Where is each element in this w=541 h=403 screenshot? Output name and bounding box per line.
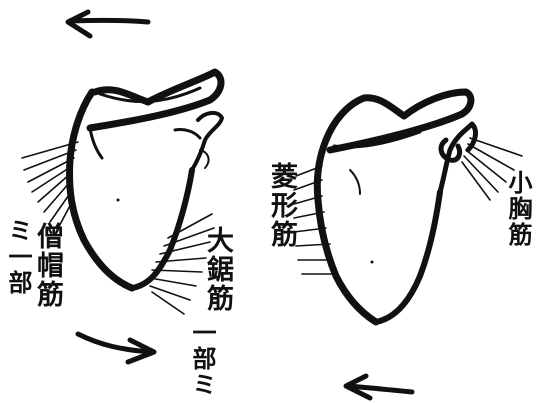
rhomboid-label: 菱形筋 (268, 162, 295, 249)
arrow-left-icon (68, 12, 148, 36)
arrow-right-icon (78, 334, 154, 362)
right-scapula (317, 92, 475, 322)
pectoralis-minor-label: 小胸筋 (506, 170, 530, 248)
trapezius-part-label: ミ一部 (6, 218, 30, 296)
latissimus-part-label: 一部ミ (190, 320, 214, 398)
latissimus-label: 大鋸筋 (204, 226, 231, 313)
left-scapula (70, 72, 222, 288)
trapezius-label: 僧帽筋 (34, 222, 61, 309)
arrow-left-icon (346, 376, 412, 398)
